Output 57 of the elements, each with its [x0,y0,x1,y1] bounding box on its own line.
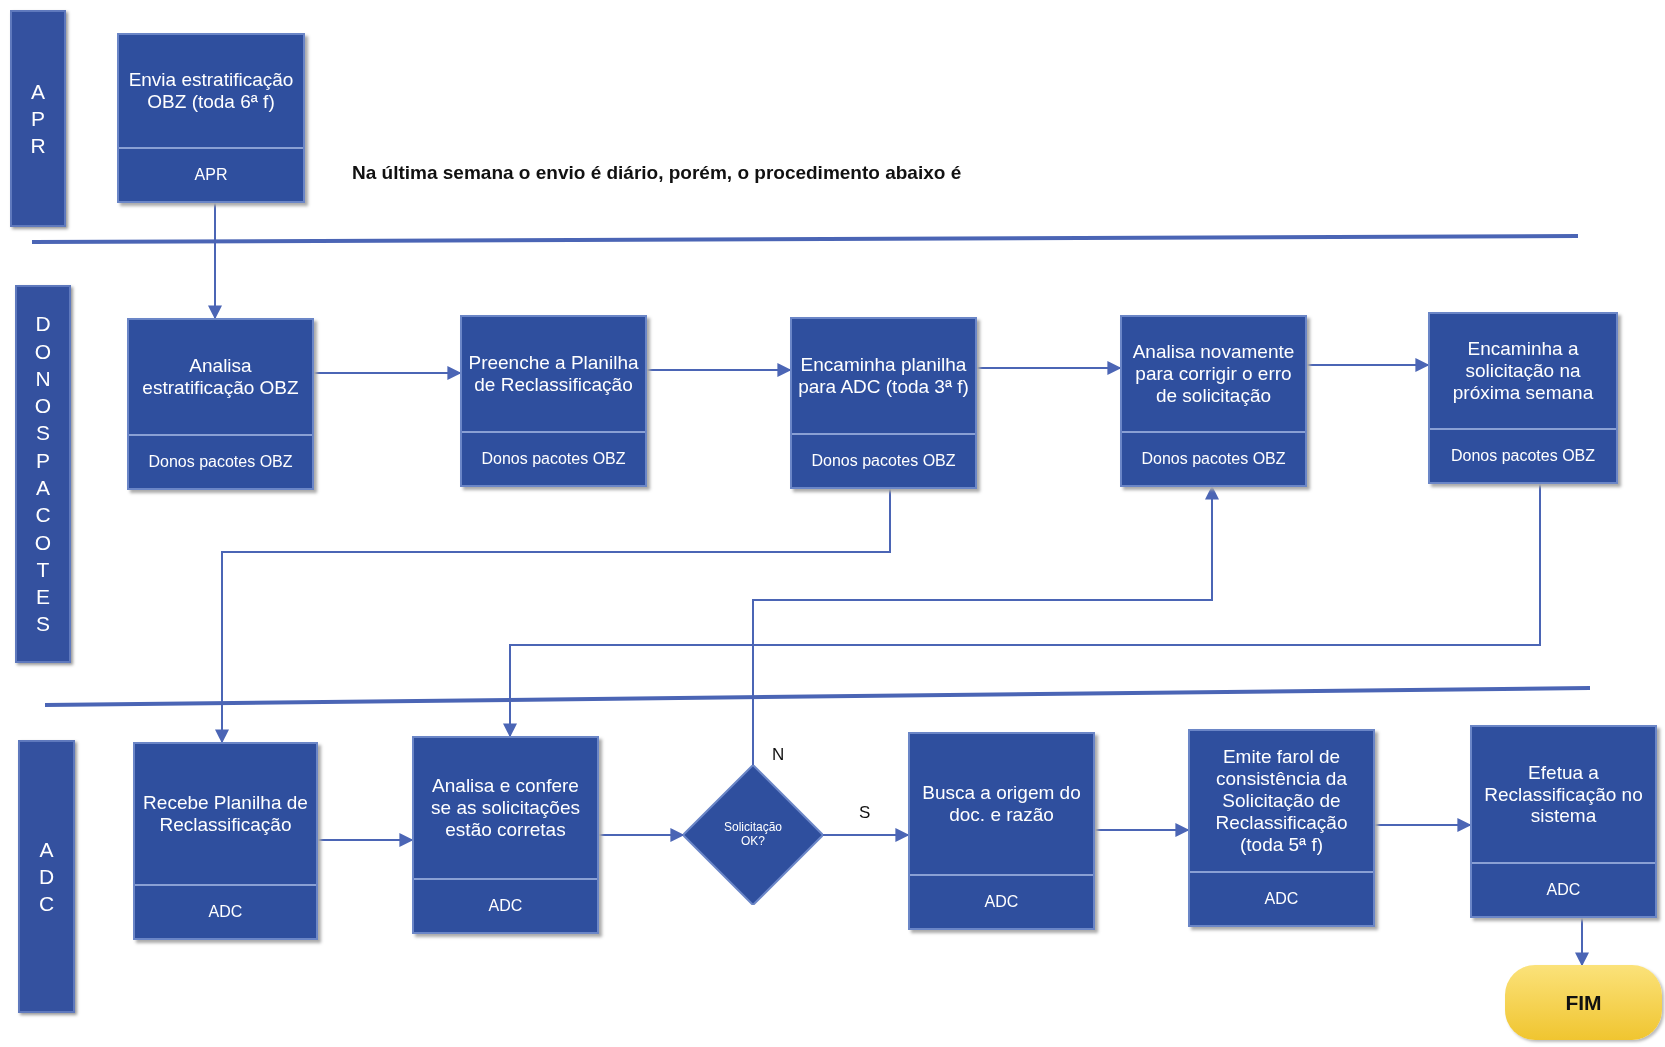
lane-label-bar [15,285,71,663]
arrow [976,361,1122,375]
process-box [460,315,647,487]
arrow [208,202,222,320]
lane-label-bar [18,740,75,1013]
role-text: Donos pacotes OBZ [1141,450,1286,468]
arrow [1306,358,1430,372]
lane-name: APR [29,78,47,160]
arrow [1374,818,1472,832]
role-text: Donos pacotes OBZ [481,450,626,468]
process-box [133,742,318,940]
role-text: Donos pacotes OBZ [1450,447,1596,465]
process-box [790,317,977,489]
task-text: Analisa estratificação OBZ [141,355,300,399]
role-text: ADC [208,903,243,921]
task-text: Envia estratificação OBZ (toda 6ª f) [127,69,295,113]
process-box [1120,315,1307,487]
task-text: Emite farol de consistência da Solicitação de Reclassificação (toda 5ª f) [1214,746,1349,856]
task-text: Encaminha planilha para ADC (toda 3ª f) [798,354,969,398]
end-text: FIM [1565,990,1602,1015]
role-text: ADC [984,893,1019,911]
arrow [752,485,1219,766]
role-text: Donos pacotes OBZ [811,452,956,470]
process-box [117,33,305,203]
note-text: Na última semana o envio é diário, porém, o procedimento abaixo é [352,162,962,184]
process-box [1428,312,1618,484]
lane-name: DONOS PACOTES [33,311,53,638]
task-text: Recebe Planilha de Reclassificação [142,792,309,836]
arrow [317,833,414,847]
arrow [1575,917,1589,967]
role-text: APR [194,166,228,184]
role-text: ADC [1264,890,1299,908]
task-text: Analisa e confere se as solicitações estão corretas [430,775,581,841]
arrow [313,366,462,380]
arrow [503,483,1541,738]
task-text: Encaminha a solicitação na próxima semana [1451,338,1595,404]
arrow [215,488,891,744]
arrow [598,828,685,842]
decision-text: Solicitação OK? [723,821,783,849]
arrow [1094,823,1190,837]
process-box [127,318,314,490]
lane-name: ADC [37,836,56,918]
role-text: ADC [488,897,523,915]
arrow [646,363,792,377]
terminator [1505,965,1662,1040]
role-text: Donos pacotes OBZ [148,453,293,471]
task-text: Efetua a Reclassificação no sistema [1483,761,1644,828]
process-box [412,736,599,934]
process-box [1470,725,1657,918]
process-box [908,732,1095,930]
task-text: Preenche a Planilha de Reclassificação [468,352,639,396]
arrow [822,828,910,842]
process-box [1188,729,1375,927]
lane-label-bar [10,10,66,227]
task-text: Busca a origem do doc. e razão [921,782,1082,826]
task-text: Analisa novamente para corrigir o erro de solicitação [1131,341,1296,407]
role-text: ADC [1546,881,1581,899]
